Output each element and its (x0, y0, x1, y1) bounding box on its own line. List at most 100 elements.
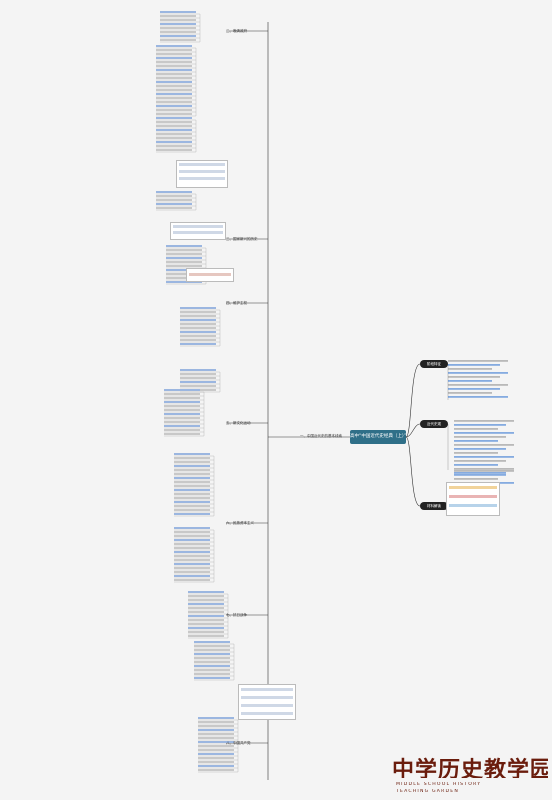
node-text-placeholder (174, 531, 210, 533)
node-text-placeholder (174, 461, 210, 463)
node-text-placeholder (174, 571, 210, 573)
node-text-placeholder (174, 481, 210, 483)
branch-2[interactable]: 三、国家新兴的历史 (226, 237, 258, 241)
node-text-placeholder (180, 335, 216, 337)
logo-title: 中学历史教学园地 (392, 757, 548, 778)
node-text-placeholder (156, 61, 192, 63)
branch-3[interactable]: 四、维护主权 (226, 301, 247, 305)
node-text-placeholder (174, 453, 210, 455)
branch-1[interactable]: 二、晚清政府 (226, 29, 247, 33)
node-text-placeholder (188, 599, 224, 601)
node-text-placeholder (164, 409, 200, 411)
node-text-placeholder (174, 567, 210, 569)
right-detail-text (454, 456, 514, 458)
right-box-materials[interactable]: 材料解读 (420, 502, 448, 510)
node-text-placeholder (174, 513, 210, 515)
right-box-features[interactable]: 阶段特征 (420, 360, 448, 368)
curve-materials (405, 436, 421, 507)
node-text-placeholder (198, 725, 234, 727)
left-main-branch[interactable]: 一、中国近代史的基本线索 (300, 434, 342, 438)
node-text-placeholder (174, 473, 210, 475)
right-detail-text (448, 360, 508, 362)
node-text-placeholder (156, 89, 192, 91)
node-text-placeholder (174, 559, 210, 561)
right-detail-text (454, 432, 514, 434)
node-text-placeholder (180, 327, 216, 329)
node-text-placeholder (174, 493, 210, 495)
node-text-placeholder (198, 745, 234, 747)
node-text-placeholder (156, 97, 192, 99)
node-text-placeholder (188, 603, 224, 605)
node-text-placeholder (198, 769, 234, 771)
node-text-placeholder (174, 539, 210, 541)
node-text-placeholder (180, 315, 216, 317)
right-detail-text (454, 474, 506, 476)
right-detail-text (454, 444, 514, 446)
logo: 中学历史教学园地 MIDDLE SCHOOL HISTORY TEACHING … (392, 752, 548, 796)
node-text-placeholder (188, 619, 224, 621)
node-text-placeholder (156, 203, 192, 205)
node-text-placeholder (156, 93, 192, 95)
node-text-placeholder (198, 729, 234, 731)
node-text-placeholder (160, 19, 196, 21)
node-text-placeholder (194, 657, 230, 659)
right-detail-text (454, 464, 498, 466)
node-text-placeholder (180, 373, 216, 375)
right-detail-text (448, 396, 508, 398)
node-text-placeholder (174, 465, 210, 467)
node-text-placeholder (188, 635, 224, 637)
right-detail-text (448, 388, 500, 390)
right-box-views[interactable]: 近代史观 (420, 420, 448, 428)
right-detail-text (454, 478, 498, 480)
right-detail-text (454, 440, 498, 442)
node-text-placeholder (156, 137, 192, 139)
right-detail-text (454, 460, 506, 462)
node-text-placeholder (166, 265, 202, 267)
node-text-placeholder (156, 85, 192, 87)
node-text-placeholder (174, 485, 210, 487)
node-text-placeholder (156, 141, 192, 143)
node-text-placeholder (194, 649, 230, 651)
node-text-placeholder (160, 31, 196, 33)
node-text-placeholder (174, 547, 210, 549)
node-text-placeholder (194, 669, 230, 671)
right-detail-text (454, 448, 506, 450)
node-text-placeholder (198, 757, 234, 759)
branch-6[interactable]: 七、抗日战争 (226, 613, 247, 617)
central-topic[interactable]: 高中“中国近代史经典（上）” (350, 430, 406, 444)
node-text-placeholder (194, 673, 230, 675)
node-text-placeholder (188, 623, 224, 625)
node-text-placeholder (160, 27, 196, 29)
node-text-placeholder (198, 741, 234, 743)
node-text-placeholder (164, 405, 200, 407)
node-text-placeholder (156, 81, 192, 83)
node-text-placeholder (156, 101, 192, 103)
node-text-placeholder (188, 627, 224, 629)
node-text-placeholder (156, 77, 192, 79)
image-thumbnail (186, 268, 234, 282)
branch-7[interactable]: 八、中国共产党 (226, 741, 251, 745)
branch-5[interactable]: 六、民族资本主义 (226, 521, 254, 525)
node-text-placeholder (198, 765, 234, 767)
node-text-placeholder (164, 421, 200, 423)
node-text-placeholder (194, 641, 230, 643)
node-text-placeholder (194, 645, 230, 647)
node-text-placeholder (156, 121, 192, 123)
node-text-placeholder (156, 53, 192, 55)
node-text-placeholder (156, 117, 192, 119)
right-detail-text (448, 364, 500, 366)
node-text-placeholder (194, 653, 230, 655)
node-text-placeholder (188, 595, 224, 597)
node-text-placeholder (174, 579, 210, 581)
right-detail-text (448, 392, 492, 394)
node-text-placeholder (166, 245, 202, 247)
node-text-placeholder (180, 331, 216, 333)
logo-subtitle: MIDDLE SCHOOL HISTORY (396, 782, 482, 787)
node-text-placeholder (164, 433, 200, 435)
node-text-placeholder (156, 133, 192, 135)
node-text-placeholder (164, 429, 200, 431)
branch-4[interactable]: 五、新文化运动 (226, 421, 251, 425)
node-text-placeholder (160, 15, 196, 17)
node-text-placeholder (180, 307, 216, 309)
node-text-placeholder (156, 109, 192, 111)
